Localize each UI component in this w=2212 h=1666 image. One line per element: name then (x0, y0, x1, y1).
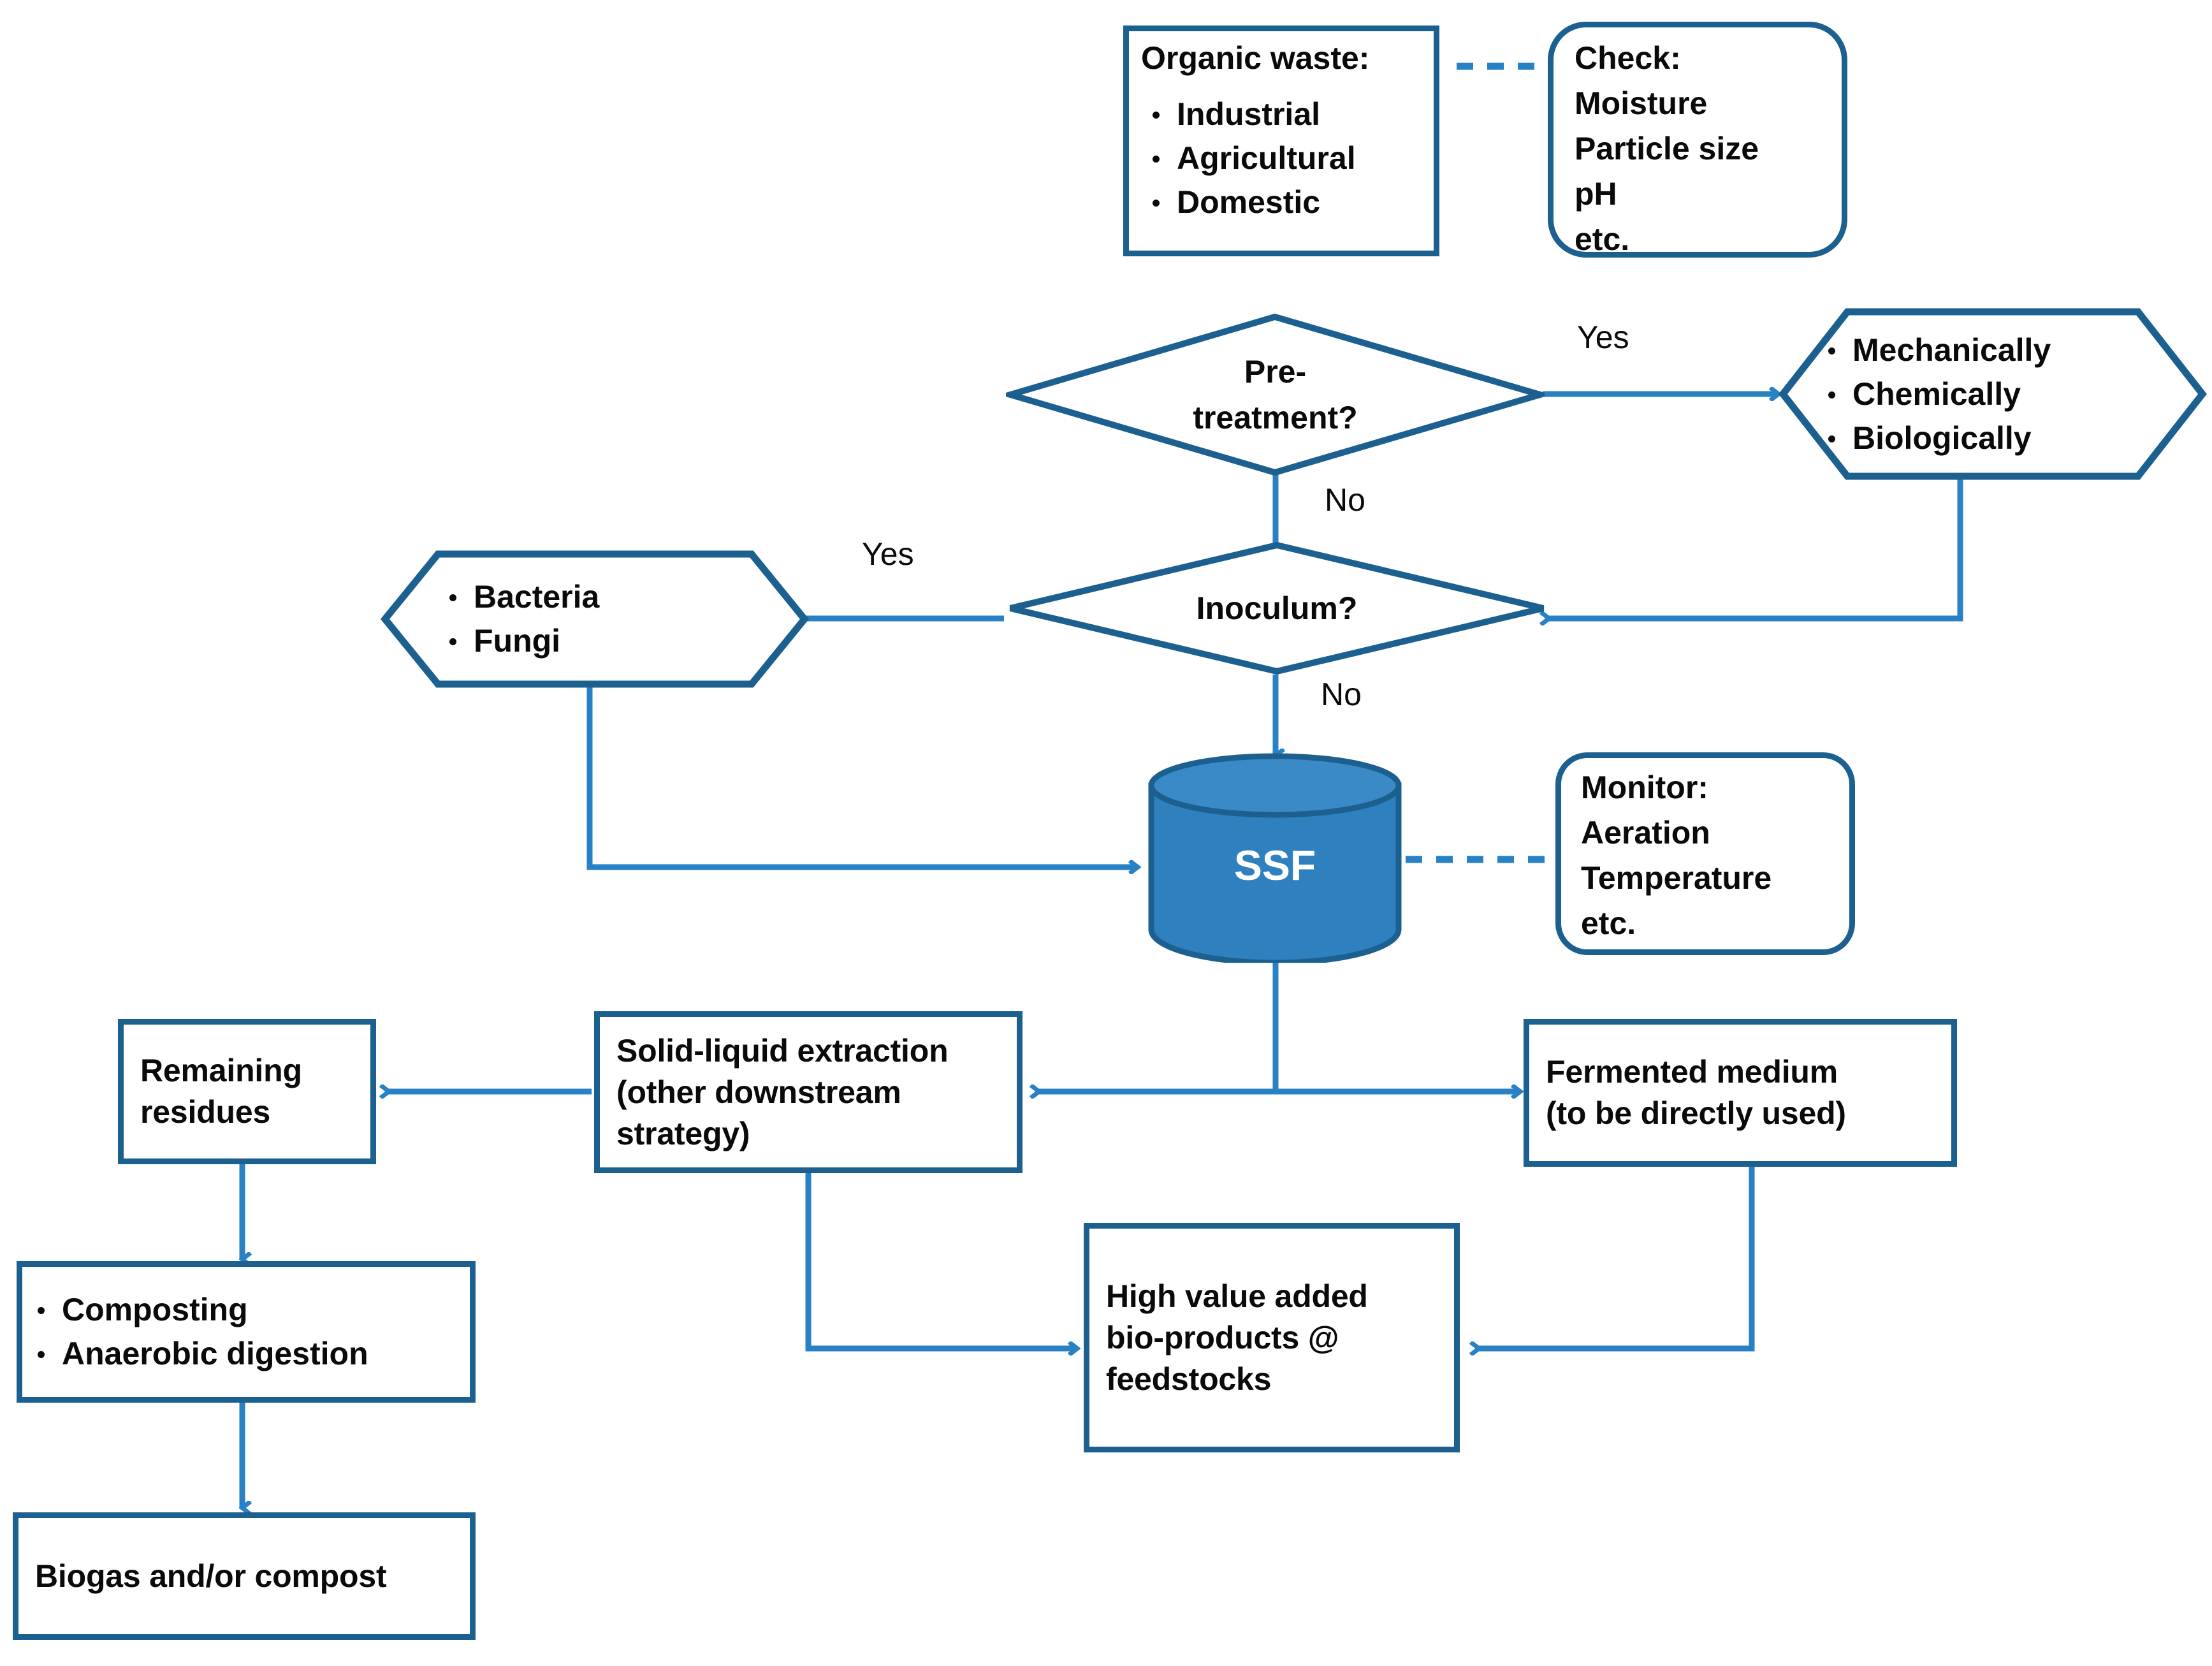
ssf-label: SSF (1233, 842, 1316, 889)
monitor-note-line: Aeration (1581, 815, 1710, 851)
list-item: Fungi (438, 619, 866, 663)
edge-fermented-to-products (1479, 1167, 1755, 1348)
node-pretreatment-options[interactable]: Mechanically Chemically Biologically (1779, 307, 2207, 481)
diamond-shape (1009, 541, 1545, 675)
residue-treatments-list: Composting Anaerobic digestion (22, 1288, 470, 1376)
edge-extraction-to-products (805, 1173, 1077, 1348)
hexagon-shape (381, 550, 809, 688)
edge-options-to-inoculum (1549, 479, 1963, 618)
fermented-medium-line: (to be directly used) (1546, 1095, 1846, 1131)
list-item: Composting (26, 1288, 470, 1332)
pretreatment-options-list: Mechanically Chemically Biologically (1817, 328, 2212, 460)
list-item: Mechanically (1817, 328, 2212, 372)
node-inoculum-decision[interactable]: Inoculum? (1006, 541, 1548, 676)
fermented-medium-line: Fermented medium (1546, 1054, 1838, 1090)
edge-inoculum-options-to-ssf (586, 663, 1138, 867)
inoculum-options-list: Bacteria Fungi (438, 575, 866, 663)
list-item: Agricultural (1141, 136, 1428, 180)
edge-label-pretreatment-yes: Yes (1577, 319, 1629, 355)
node-pretreatment-decision[interactable]: Pre- treatment? (1006, 312, 1545, 477)
list-item: Chemically (1817, 372, 2212, 416)
remaining-residues-line: Remaining (140, 1053, 302, 1088)
cylinder-shape (1148, 753, 1402, 963)
edge-label-pretreatment-no: No (1325, 482, 1365, 518)
node-biogas-compost[interactable]: Biogas and/or compost (13, 1512, 476, 1640)
node-residue-treatments[interactable]: Composting Anaerobic digestion (17, 1261, 476, 1403)
organic-waste-heading-overlay: Organic waste: (1141, 40, 1370, 76)
node-remaining-residues[interactable]: Remaining residues (118, 1019, 376, 1164)
pretreatment-label-line1: Pre- (1244, 353, 1307, 390)
monitor-note-text: Monitor: Aeration Temperature etc. (1581, 765, 1842, 946)
check-note-line: Moisture (1575, 85, 1708, 121)
remaining-residues-line: residues (140, 1094, 271, 1130)
extraction-line: strategy) (616, 1115, 750, 1151)
monitor-note-line: etc. (1581, 905, 1636, 941)
hexagon-shape (1779, 308, 2207, 480)
node-fermented-medium[interactable]: Fermented medium (to be directly used) (1524, 1019, 1957, 1167)
biogas-compost-label: Biogas and/or compost (35, 1558, 387, 1594)
organic-waste-list: Industrial Agricultural Domestic (1141, 92, 1428, 224)
monitor-note-line: Monitor: (1581, 770, 1708, 805)
check-note-line: pH (1575, 176, 1617, 212)
node-inoculum-options[interactable]: Bacteria Fungi (381, 550, 809, 689)
node-solid-liquid-extraction[interactable]: Solid-liquid extraction (other downstrea… (594, 1011, 1022, 1173)
node-ssf-cylinder[interactable]: SSF (1147, 752, 1402, 963)
pretreatment-label-line2: treatment? (1193, 400, 1358, 435)
list-item: Biologically (1817, 416, 2212, 460)
list-item: Industrial (1141, 92, 1428, 136)
high-value-line: High value added (1106, 1278, 1368, 1314)
high-value-line: feedstocks (1106, 1361, 1272, 1397)
list-item: Anaerobic digestion (26, 1332, 470, 1376)
check-note-line: Particle size (1575, 131, 1759, 166)
node-high-value-products[interactable]: High value added bio-products @ feedstoc… (1084, 1223, 1460, 1452)
extraction-line: (other downstream (616, 1074, 901, 1110)
diamond-shape (1006, 313, 1545, 476)
check-note-line: Check: (1575, 40, 1681, 76)
edge-label-inoculum-yes: Yes (862, 536, 914, 572)
list-item: Domestic (1141, 180, 1428, 224)
check-note-text: Check: Moisture Particle size pH etc. (1575, 36, 1830, 262)
node-monitor-note[interactable] (1555, 752, 1855, 955)
node-check-note[interactable] (1548, 22, 1847, 258)
high-value-line: bio-products @ (1106, 1319, 1339, 1355)
edge-label-inoculum-no: No (1321, 676, 1362, 712)
check-note-line: etc. (1575, 221, 1630, 257)
inoculum-label: Inoculum? (1196, 590, 1358, 626)
monitor-note-line: Temperature (1581, 860, 1772, 896)
list-item: Bacteria (438, 575, 866, 619)
extraction-line: Solid-liquid extraction (616, 1032, 949, 1069)
